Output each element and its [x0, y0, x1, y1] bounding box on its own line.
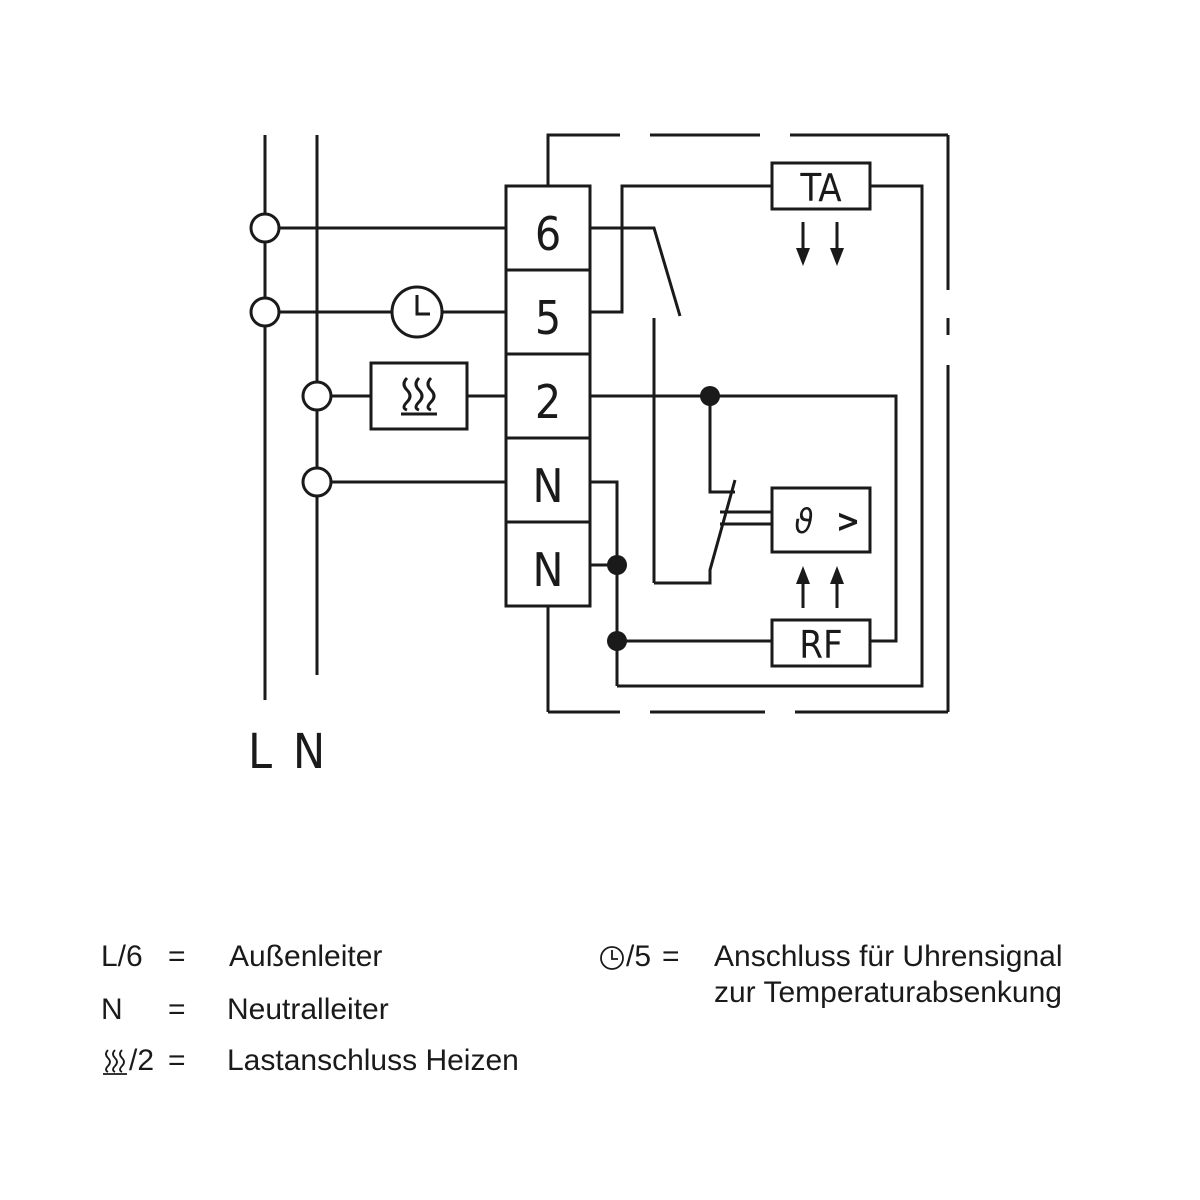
temperature-sensor-block	[770, 486, 872, 554]
rf-label: RF	[799, 623, 842, 667]
legend-value: Neutralleiter	[227, 993, 389, 1026]
legend-equals: =	[662, 940, 680, 973]
junction-dot	[607, 631, 627, 651]
heater-load-icon	[369, 361, 469, 431]
terminal-6-label: 6	[535, 207, 561, 261]
down-arrows-icon	[796, 222, 844, 266]
legend-key: N	[101, 993, 123, 1026]
legend-key-text: /5	[626, 940, 652, 973]
terminal-n1-label: N	[533, 459, 564, 513]
sensor-compare-symbol: >	[836, 502, 860, 540]
junction-dot	[700, 386, 720, 406]
clock-icon	[390, 285, 444, 339]
terminal-node-l-6	[249, 212, 281, 244]
line-bus-label: L	[248, 724, 272, 780]
terminal-5-label: 5	[535, 291, 561, 345]
terminal-node-n-2	[301, 380, 333, 412]
internal-wiring	[590, 184, 924, 688]
terminal-node-n-n	[301, 466, 333, 498]
wiring-diagram: 6 5 2 N N	[248, 133, 950, 780]
terminal-2-label: 2	[535, 375, 561, 429]
legend-key: L/6	[101, 940, 143, 973]
sensor-theta-symbol: ϑ	[795, 502, 814, 542]
ta-label: TA	[799, 166, 842, 210]
neutral-bus-label: N	[293, 724, 325, 780]
junction-dot	[607, 555, 627, 575]
legend-equals: =	[168, 1044, 186, 1077]
heating-symbol-icon	[103, 1049, 127, 1075]
up-arrows-icon	[796, 566, 844, 608]
legend-value-line2: zur Temperaturabsenkung	[714, 976, 1062, 1009]
device-housing	[546, 133, 950, 714]
legend-key: /2	[101, 1044, 154, 1078]
legend-value: Lastanschluss Heizen	[227, 1044, 519, 1077]
terminal-node-l-5	[249, 296, 281, 328]
legend-key-text: /2	[129, 1044, 155, 1077]
legend-equals: =	[168, 940, 186, 973]
legend-value: Außenleiter	[229, 940, 383, 973]
legend-value-line1: Anschluss für Uhrensignal	[714, 940, 1063, 973]
terminal-n2-label: N	[533, 543, 564, 597]
legend-key: /5	[598, 940, 651, 974]
legend-equals: =	[168, 993, 186, 1026]
ta-block	[770, 161, 872, 211]
rf-block	[770, 618, 872, 668]
terminal-block	[504, 184, 592, 608]
clock-icon	[600, 946, 624, 970]
